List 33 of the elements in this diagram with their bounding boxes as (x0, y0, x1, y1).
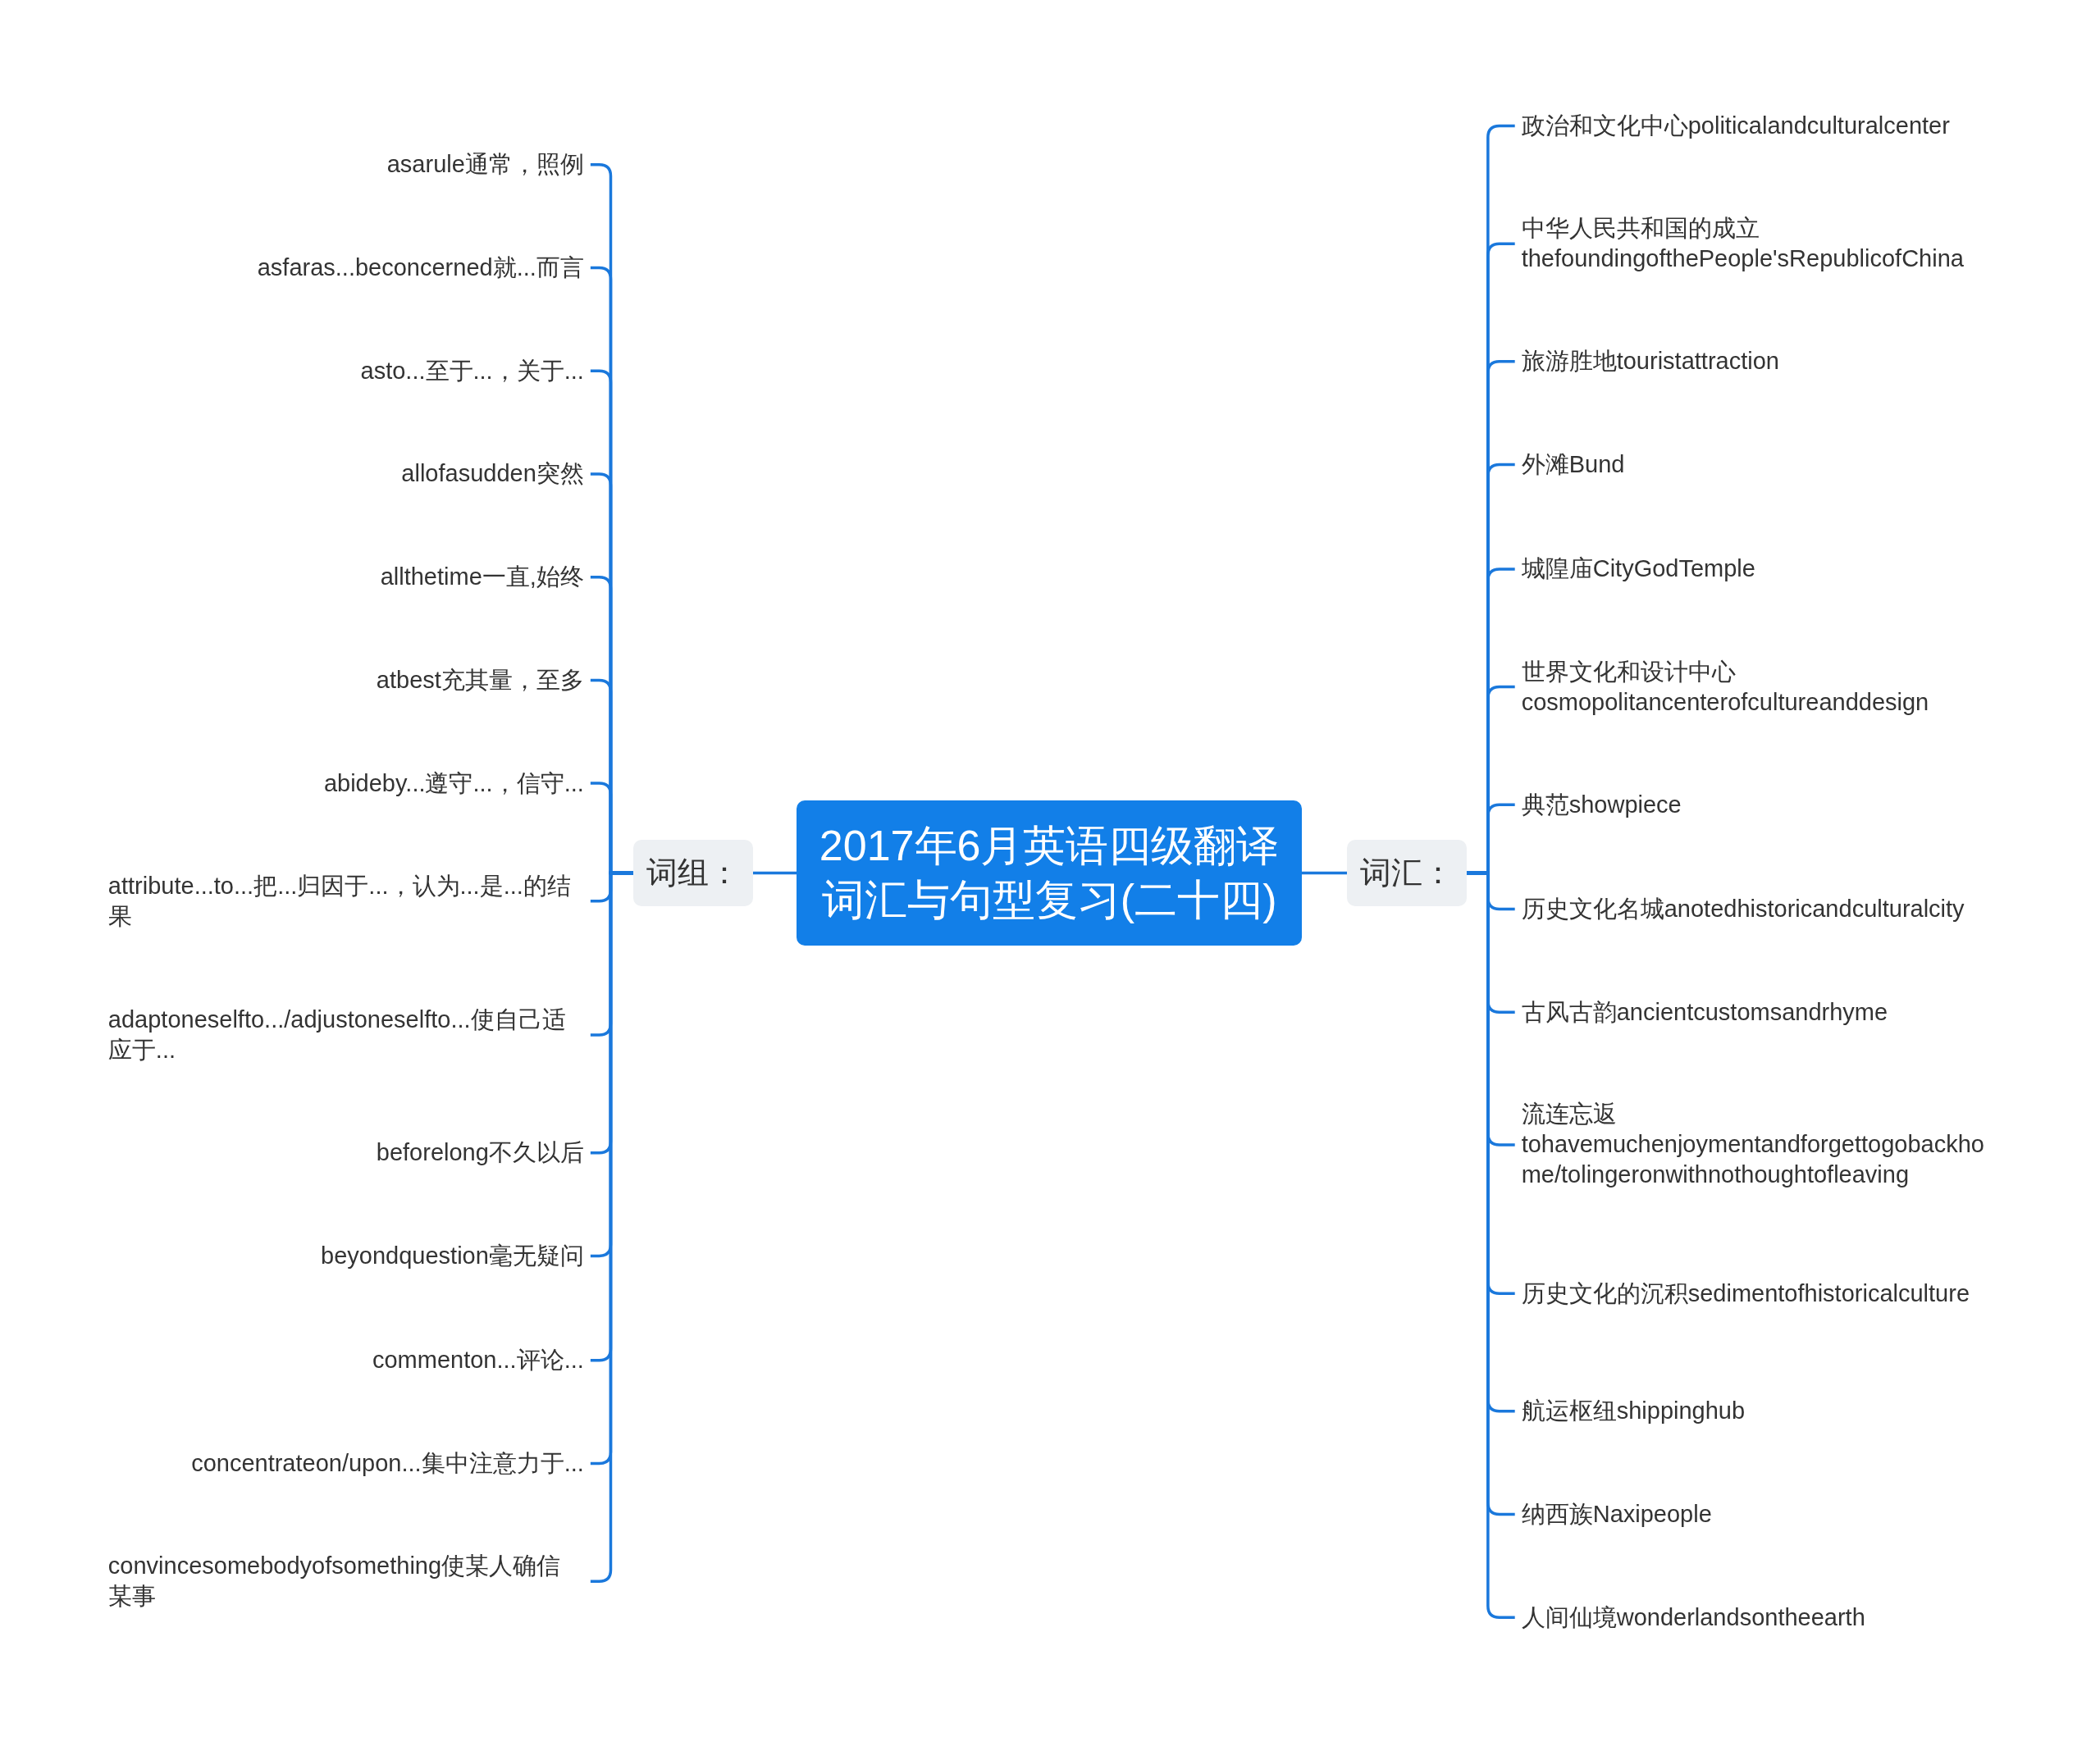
topic-label: allthetime一直,始终 (380, 562, 584, 593)
topic-label: 政治和文化中心politicalandculturalcenter (1521, 110, 1950, 141)
topic-label: 城隍庙CityGodTemple (1521, 554, 1755, 585)
topic-label: 旅游胜地touristattraction (1521, 346, 1779, 377)
branch-topic: 词组： (633, 839, 753, 907)
topic-label: 世界文化和设计中心cosmopolitancenterofcultureanddesign (1521, 656, 1997, 718)
topic-label: atbest充其量，至多 (376, 664, 584, 695)
topic-label: 纳西族Naxipeople (1521, 1499, 1712, 1529)
branch-topic: 词汇： (1347, 839, 1467, 907)
topic-label: attribute...to...把...归因于...，认为...是...的结果 (107, 870, 584, 932)
topic-label: asarule通常，照例 (386, 149, 584, 180)
topic-label: concentrateon/upon...集中注意力于... (191, 1448, 584, 1479)
connector-line (752, 871, 797, 875)
topic-label: 流连忘返tohavemuchenjoymentandforgettogobackhome/tolingeronwithnothoughtofleaving (1521, 1099, 1997, 1191)
topic-label: 历史文化的沉积sedimentofhistoricalculture (1521, 1278, 1970, 1309)
topic-label: 人间仙境wonderlandsontheearth (1521, 1602, 1865, 1633)
connector-line (1301, 871, 1348, 875)
topic-label: asto...至于...，关于... (360, 355, 584, 386)
topic-label: convincesomebodyofsomething使某人确信某事 (107, 1551, 584, 1612)
central-topic: 2017年6月英语四级翻译词汇与句型复习(二十四) (797, 800, 1302, 946)
topic-label: commenton...评论... (372, 1345, 584, 1376)
topic-label: 外滩Bund (1521, 449, 1625, 480)
topic-label: beyondquestion毫无疑问 (321, 1240, 584, 1271)
topic-label: 古风古韵ancientcustomsandrhyme (1521, 996, 1888, 1028)
topic-label: adaptoneselfto.../adjustoneselfto...使自己适应于... (107, 1005, 584, 1066)
topic-label: 中华人民共和国的成立thefoundingofthePeople'sRepublicofChina (1521, 213, 1997, 275)
topic-label: 航运枢纽shippinghub (1521, 1396, 1746, 1427)
topic-label: asfaras...beconcerned就...而言 (257, 253, 584, 283)
topic-label: 历史文化名城anotedhistoricandculturalcity (1521, 894, 1965, 925)
topic-label: 典范showpiece (1521, 789, 1682, 820)
topic-label: beforelong不久以后 (376, 1137, 584, 1169)
topic-label: abideby...遵守...，信守... (323, 768, 584, 799)
topic-label: allofasudden突然 (401, 458, 584, 490)
